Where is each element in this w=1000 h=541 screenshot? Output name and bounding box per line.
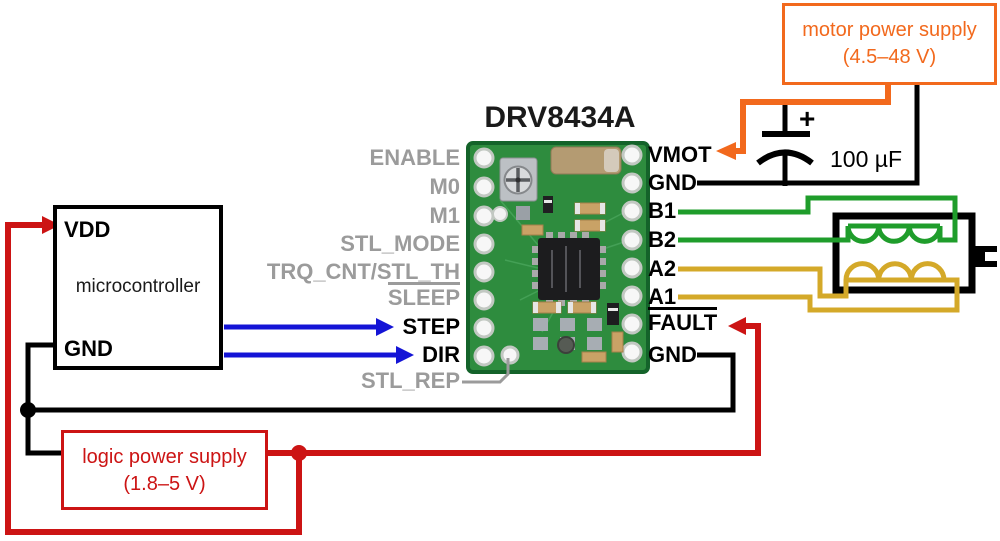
mcu-label: microcontroller — [75, 276, 201, 297]
driver-board-photo — [466, 141, 650, 374]
motor-supply-line2: (4.5–48 V) — [842, 46, 937, 68]
smd-parts-bottom — [532, 301, 624, 363]
step-arrowhead — [376, 318, 394, 336]
logic-supply-line2: (1.8–5 V) — [123, 473, 206, 495]
pin-label-stl-mode: STL_MODE — [340, 231, 460, 256]
pin-label-step: STEP — [402, 314, 460, 339]
step-wire — [224, 318, 394, 336]
pin-label-sleep: SLEEP — [210, 282, 460, 311]
pin-label-fault: FAULT — [648, 307, 718, 336]
pin-label-a2: A2 — [648, 256, 677, 281]
trimpot — [499, 157, 538, 202]
page-title: DRV8434A — [484, 101, 636, 134]
b1-wire — [678, 195, 958, 243]
dir-arrowhead — [396, 346, 414, 364]
pin-label-dir: DIR — [422, 342, 460, 367]
motor-supply-line1: motor power supply — [802, 19, 977, 41]
capacitor-symbol — [756, 102, 814, 186]
motor-coil-b — [845, 223, 943, 244]
pin-label-gnd-top: GND — [648, 170, 697, 195]
pin-label-a1: A1 — [648, 284, 677, 309]
smd-parts — [492, 196, 606, 236]
microcontroller-box: VDD microcontroller GND — [53, 205, 223, 370]
motor-power-supply-box: motor power supply (4.5–48 V) — [782, 3, 997, 85]
logic-supply-line1: logic power supply — [82, 446, 247, 468]
bulk-capacitor-smd — [550, 146, 622, 175]
vmot-arrowhead — [716, 142, 736, 160]
motor-coil-a — [843, 261, 947, 283]
dir-wire — [224, 346, 414, 364]
pin-label-enable: ENABLE — [369, 145, 460, 170]
logic-junction-dot — [291, 445, 307, 461]
pin-label-m1: M1 — [429, 203, 460, 228]
gnd-wire-bottom — [25, 342, 736, 456]
mcu-pin-gnd: GND — [64, 336, 113, 361]
gnd-junction-dot — [20, 402, 36, 418]
pin-label-stl-rep: STL_REP — [360, 368, 460, 393]
logic-power-wire — [5, 222, 761, 535]
stl-rep-hole — [500, 345, 520, 365]
stl-rep-wire — [462, 358, 510, 384]
pin-label-b1: B1 — [648, 198, 677, 223]
fault-arrowhead — [728, 317, 746, 335]
pcb-holes-right — [621, 144, 643, 363]
mcu-pin-vdd: VDD — [64, 217, 111, 242]
driver-ic — [532, 232, 606, 306]
pin-label-vmot: VMOT — [648, 142, 712, 167]
pin-label-b2: B2 — [648, 227, 677, 252]
a2-wire — [678, 266, 849, 299]
gnd-wire-top — [697, 85, 920, 186]
pin-label-m0: M0 — [429, 174, 460, 199]
b2-wire — [678, 226, 851, 243]
vmot-wire — [716, 85, 891, 160]
capacitor-plus-sign: + — [799, 103, 816, 134]
vdd-arrowhead — [42, 216, 60, 234]
pin-label-gnd-bottom: GND — [648, 342, 697, 367]
logic-power-supply-box: logic power supply (1.8–5 V) — [61, 430, 268, 510]
pcb-holes-left — [473, 147, 495, 367]
a1-wire — [678, 277, 960, 313]
capacitor-value: 100 µF — [830, 146, 903, 172]
pin-label-trq-cnt-stl-th: TRQ_CNT/STL_TH — [266, 259, 460, 284]
